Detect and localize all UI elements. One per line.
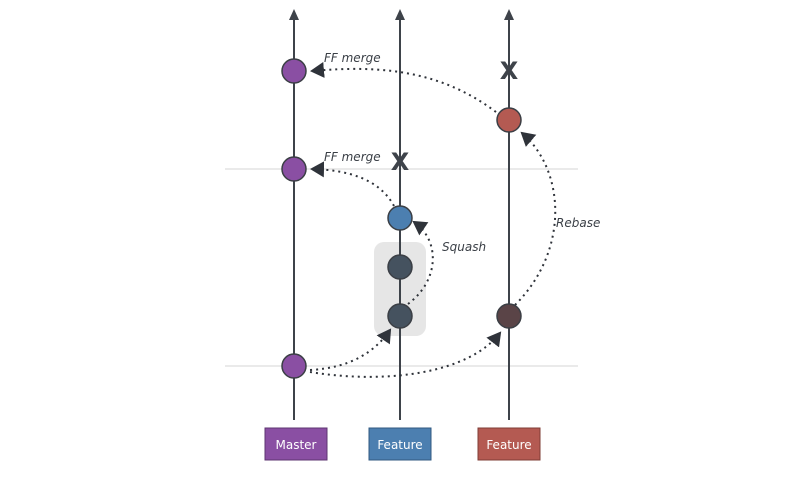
- commit-feature-rebase-original[interactable]: [496, 303, 522, 329]
- arrow-branch-to-squash: [309, 328, 392, 371]
- arrow-ff-merge-mid: [310, 161, 395, 207]
- branch-label-feature-squash: Feature: [368, 427, 432, 461]
- branch-label-feature-rebase: Feature: [477, 427, 541, 461]
- arrow-branch-to-rebase: [309, 331, 502, 378]
- annotation-rebase: Rebase: [556, 216, 600, 230]
- master-axis-arrowhead: [289, 9, 299, 20]
- branch-label-feature-squash-box: [368, 427, 432, 461]
- arrow-rebase: [514, 131, 557, 306]
- feature-rebase-axis-arrowhead: [504, 9, 514, 20]
- branch-label-feature-squash-text: Feature: [377, 438, 422, 452]
- arrow-ff-merge-top: [310, 61, 497, 113]
- arrow-squash: [407, 220, 434, 305]
- branch-label-master-box: [264, 427, 328, 461]
- commit-feature-2[interactable]: [387, 254, 413, 280]
- discard-marker-rebase: X: [500, 57, 519, 85]
- commit-master-mid[interactable]: [281, 156, 307, 182]
- annotation-squash: Squash: [442, 240, 486, 254]
- commit-master-top[interactable]: [281, 58, 307, 84]
- branch-label-master-text: Master: [276, 438, 317, 452]
- commit-feature-1[interactable]: [387, 303, 413, 329]
- feature-squash-axis-arrowhead: [395, 9, 405, 20]
- annotation-ff-merge-mid: FF merge: [324, 150, 381, 164]
- discard-marker-squash: X: [391, 148, 410, 176]
- branch-label-feature-rebase-box: [477, 427, 541, 461]
- annotation-ff-merge-top: FF merge: [324, 51, 381, 65]
- commit-squashed[interactable]: [387, 205, 413, 231]
- branch-label-master: Master: [264, 427, 328, 461]
- commit-rebased[interactable]: [496, 107, 522, 133]
- commit-master-base[interactable]: [281, 353, 307, 379]
- branch-label-feature-rebase-text: Feature: [486, 438, 531, 452]
